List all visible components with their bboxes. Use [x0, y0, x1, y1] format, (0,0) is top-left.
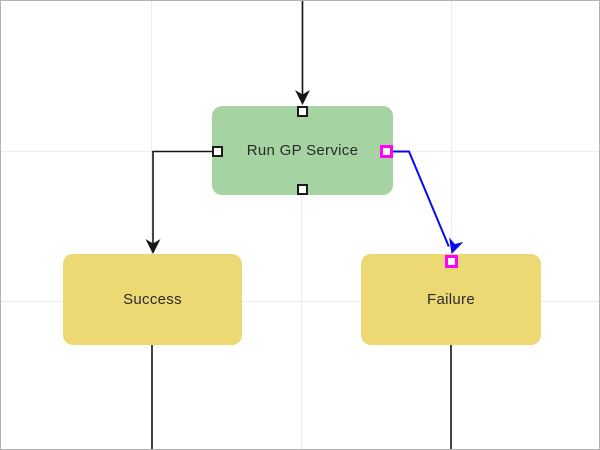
selected-edge-target-handle[interactable]: [445, 255, 458, 268]
selected-edge-source-handle[interactable]: [380, 145, 393, 158]
connection-handle-top[interactable]: [297, 106, 308, 117]
node-success-label: Success: [123, 291, 182, 308]
edge-run-gp-service-to-success[interactable]: [145, 150, 213, 255]
node-failure[interactable]: Failure: [361, 254, 541, 345]
node-failure-label: Failure: [427, 291, 475, 308]
arrowhead-down-icon: [295, 90, 310, 105]
arrowhead-down-icon: [145, 239, 161, 254]
node-success[interactable]: Success: [63, 254, 242, 345]
connection-handle-bottom[interactable]: [297, 184, 308, 195]
arrowhead-down-icon: [449, 237, 464, 254]
connection-handle-left[interactable]: [212, 146, 223, 157]
node-run-gp-service-label: Run GP Service: [246, 142, 359, 159]
edge-run-gp-service-to-failure-selected[interactable]: [393, 150, 464, 257]
node-run-gp-service[interactable]: Run GP Service: [212, 106, 393, 195]
edge-incoming-to-run-gp-service[interactable]: [295, 1, 310, 105]
